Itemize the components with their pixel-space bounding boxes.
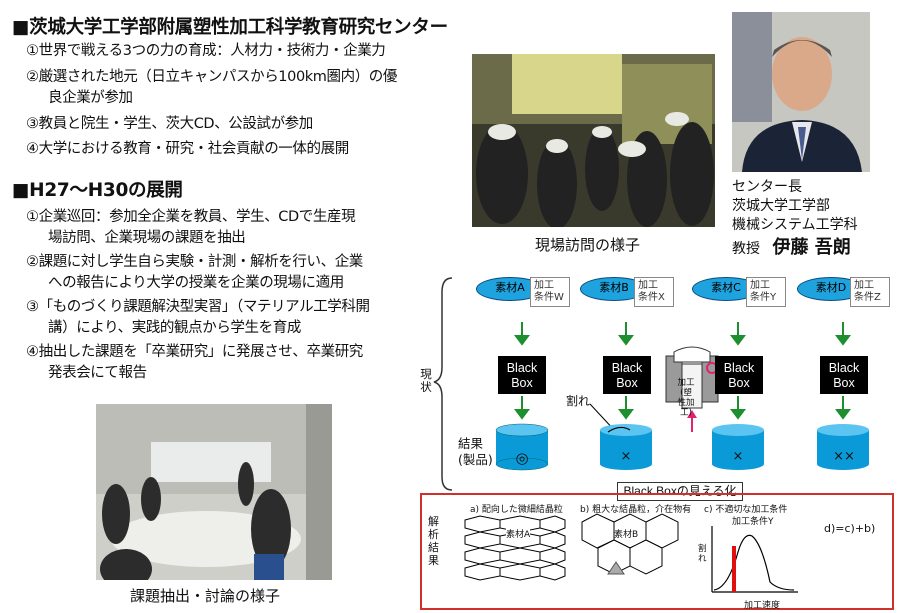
- result-label: 結果(製品): [458, 436, 493, 468]
- result-mark-d: ××: [833, 449, 855, 464]
- brace: [433, 277, 453, 491]
- die-label-line2: 性加工): [677, 398, 695, 418]
- director-info: センター長 茨城大学工学部 機械システム工学科 教授 伊藤 吾朗: [732, 178, 858, 259]
- die-label-line1: 加工(塑: [677, 378, 695, 398]
- result-mark-c: ×: [732, 449, 744, 464]
- condition-y-line1: 加工: [750, 280, 770, 291]
- analysis-a-caption: a) 配向した微細結晶粒: [470, 505, 563, 515]
- analysis-c-caption: c) 不適切な加工条件: [704, 505, 788, 515]
- plan-item-3: ③「ものづくり課題解決型実習」（マテリアル工学科開: [26, 299, 370, 315]
- analysis-b-material: 素材B: [614, 530, 639, 540]
- crack-label: 割れ: [566, 394, 591, 408]
- plan-item-1: ①企業巡回：参加全企業を教員、学生、CDで生産現: [26, 209, 356, 225]
- section-title-plan: ■H27〜H30の展開: [12, 180, 183, 201]
- coarse-grain-diagram: [581, 513, 679, 575]
- current-state-text: 現状: [420, 367, 432, 394]
- plan-item-3b: 講）により、実践的観点から学生を育成: [48, 320, 301, 336]
- site-visit-photo: [472, 54, 715, 227]
- result-mark-a: ◎: [515, 449, 529, 467]
- condition-z-line2: 条件Z: [854, 292, 881, 303]
- bb-c-line1: Black: [723, 361, 755, 375]
- plan-item-4: ④抽出した課題を「卒業研究」に発展させ、卒業研究: [26, 344, 363, 360]
- result-mark-b: ×: [620, 449, 632, 464]
- director-role: センター長: [732, 179, 802, 195]
- condition-y: 加工条件Y: [746, 277, 786, 307]
- analysis-frame: [420, 493, 894, 610]
- plan-item-2: ②課題に対し学生自ら実験・計測・解析を行い、企業: [26, 254, 363, 270]
- plan-item-2b: への報告により大学の授業を企業の現場に適用: [48, 275, 344, 291]
- graph-xlabel: 加工速度: [744, 601, 781, 611]
- discussion-caption: 課題抽出・討論の様子: [130, 587, 281, 605]
- discussion-photo: [96, 404, 332, 580]
- crack-rate-graph: [711, 526, 798, 593]
- intro-item-2b: 良企業が参加: [48, 90, 133, 106]
- result-cylinders: [495, 423, 869, 471]
- condition-w: 加工条件W: [530, 277, 570, 307]
- intro-item-4: ④大学における教育・研究・社会貢献の一体的展開: [26, 141, 349, 157]
- analysis-a-material: 素材A: [506, 527, 531, 540]
- graph-ylabel: 割れ: [698, 544, 707, 564]
- condition-y-line2: 条件Y: [750, 292, 777, 303]
- process-diagram: [433, 277, 869, 491]
- condition-x: 加工条件X: [634, 277, 674, 307]
- die-label: 加工(塑性加工): [672, 378, 700, 418]
- bb-a-line1: Black: [506, 361, 538, 375]
- condition-w-line2: 条件W: [534, 292, 564, 303]
- result-label-line1: 結果: [458, 436, 484, 451]
- condition-w-line1: 加工: [534, 280, 554, 291]
- die-illustration: [658, 346, 726, 432]
- section-title-center: ■茨城大学工学部附属塑性加工科学教育研究センター: [12, 17, 448, 38]
- director-faculty: 茨城大学工学部: [732, 198, 830, 214]
- condition-z-line1: 加工: [854, 280, 874, 291]
- intro-item-3: ③教員と院生・学生、茨大CD、公設試が参加: [26, 116, 313, 132]
- bb-d-line2: Box: [833, 376, 855, 390]
- site-visit-caption: 現場訪問の様子: [535, 236, 641, 254]
- bb-d-line1: Black: [828, 361, 860, 375]
- condition-x-line2: 条件X: [638, 292, 665, 303]
- plan-item-1b: 場訪問、企業現場の課題を抽出: [48, 230, 246, 246]
- bb-c-line2: Box: [728, 376, 750, 390]
- condition-z: 加工条件Z: [850, 277, 890, 307]
- director-title: 教授: [732, 241, 760, 257]
- analysis-formula: d)=c)+b): [824, 522, 876, 535]
- bb-b-line1: Black: [611, 361, 643, 375]
- plan-item-4b: 発表会にて報告: [48, 365, 147, 381]
- director-department: 機械システム工学科: [732, 217, 858, 233]
- fine-grain-diagram: [464, 515, 566, 581]
- bb-b-line2: Box: [616, 376, 638, 390]
- intro-item-1: ①世界で戦える3つの力の育成：人材力・技術力・企業力: [26, 43, 386, 59]
- analysis-label: 解析結果: [428, 515, 439, 567]
- condition-x-line1: 加工: [638, 280, 658, 291]
- current-state-label: 現状: [420, 368, 434, 394]
- director-name: 伊藤 吾朗: [772, 237, 851, 258]
- analysis-b-caption: b) 粗大な結晶粒，介在物有: [580, 505, 692, 515]
- director-portrait: [732, 12, 870, 172]
- bb-a-line2: Box: [511, 376, 533, 390]
- analysis-c-condition: 加工条件Y: [732, 517, 774, 527]
- intro-item-2: ②厳選された地元（日立キャンパスから100km圏内）の優: [26, 69, 397, 85]
- result-label-line2: (製品): [458, 452, 493, 467]
